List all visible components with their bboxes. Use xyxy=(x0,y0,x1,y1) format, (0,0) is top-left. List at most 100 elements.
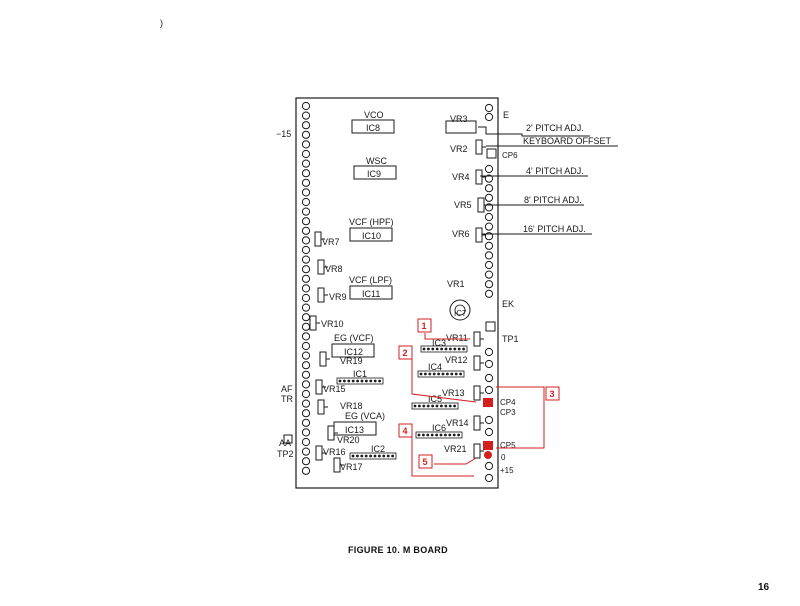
trimmer-glyphs xyxy=(309,139,488,473)
edge-pad xyxy=(484,260,494,270)
adj-pitch8: 8' PITCH ADJ. xyxy=(524,195,582,205)
vr3-body xyxy=(445,120,477,134)
edge-label-plus15: +15 xyxy=(500,466,514,475)
edge-pad xyxy=(484,359,494,369)
label-vr11: VR11 xyxy=(446,333,468,343)
sip-pin xyxy=(440,404,443,408)
label-vr2: VR2 xyxy=(450,144,468,154)
sip-outline xyxy=(417,370,465,378)
sip-pin xyxy=(391,454,394,458)
edge-label-e: E xyxy=(503,110,509,120)
ic11-package xyxy=(349,285,393,300)
page-number: 16 xyxy=(758,582,770,593)
cp4-highlight xyxy=(483,398,493,407)
edge-pad xyxy=(301,169,311,178)
sip-pin xyxy=(378,379,381,383)
label-ic2: IC2 xyxy=(371,444,385,454)
tp1-pad xyxy=(485,321,496,332)
label-vr15: VR15 xyxy=(323,384,346,394)
label-ic10: IC10 xyxy=(362,231,381,241)
label-vr19: VR19 xyxy=(340,356,363,366)
label-vr8: VR8 xyxy=(325,264,343,274)
sip-pin xyxy=(369,379,373,383)
callout-box-2 xyxy=(398,345,413,360)
cp5-highlight xyxy=(483,441,493,450)
label-vr21: VR21 xyxy=(444,444,467,454)
label-vr3: VR3 xyxy=(450,114,468,124)
ic10-package xyxy=(349,227,393,242)
adj-pitch16: 16' PITCH ADJ. xyxy=(523,224,586,234)
edge-pad xyxy=(301,226,311,235)
callout-line-1 xyxy=(424,333,470,340)
sip-pin xyxy=(437,372,440,376)
callout-2: 2 xyxy=(403,348,408,358)
figure-caption: FIGURE 10. M BOARD xyxy=(348,545,448,555)
sip-pin xyxy=(432,372,436,376)
sip-pin xyxy=(424,372,427,376)
sip-pin xyxy=(347,379,351,383)
edge-pad xyxy=(484,241,494,250)
sip-pin xyxy=(448,404,452,408)
edge-pad xyxy=(484,427,494,437)
label-eg-vcf: EG (VCF) xyxy=(334,333,374,343)
label-ic3: IC3 xyxy=(432,338,446,348)
edge-label-zero: 0 xyxy=(501,453,506,462)
edge-pad xyxy=(484,103,494,113)
edge-pad xyxy=(484,473,494,483)
edge-pad xyxy=(301,351,311,360)
edge-pad xyxy=(301,159,311,168)
right-edge-pads xyxy=(484,103,494,483)
label-vr12: VR12 xyxy=(445,355,468,365)
callout-5: 5 xyxy=(423,457,428,467)
callout-box-5 xyxy=(418,454,433,469)
sip-pin xyxy=(419,372,423,376)
label-ic8: IC8 xyxy=(366,123,380,133)
edge-pad xyxy=(484,251,494,260)
sip-pin xyxy=(382,454,386,458)
callout-line-2 xyxy=(411,359,477,403)
adj-pitch2: 2' PITCH ADJ. xyxy=(526,123,584,133)
edge-pad xyxy=(301,332,311,341)
sip-pin xyxy=(356,454,359,458)
label-vr13: VR13 xyxy=(442,388,465,398)
edge-pad xyxy=(301,111,311,120)
sip-pin xyxy=(356,379,359,383)
sip-pin xyxy=(351,454,355,458)
sip-pin xyxy=(364,454,368,458)
edge-pad xyxy=(484,270,494,279)
label-vr20: VR20 xyxy=(337,435,360,445)
sip-pin xyxy=(430,433,434,437)
tp2-pad xyxy=(283,434,293,444)
label-vr16: VR16 xyxy=(323,447,346,457)
sip-pin xyxy=(431,347,435,351)
label-ic7: IC7 xyxy=(454,309,467,318)
sip-pin xyxy=(378,454,381,458)
sip-pin xyxy=(428,372,432,376)
sip-outline xyxy=(336,377,384,385)
sip-pin xyxy=(453,404,456,408)
edge-pad xyxy=(301,341,311,351)
ic12-package xyxy=(331,343,375,358)
sip-pin xyxy=(444,404,448,408)
sip-pin xyxy=(448,433,452,437)
sip-pin xyxy=(422,347,426,351)
sip-pin xyxy=(446,372,449,376)
edge-pad xyxy=(484,415,494,425)
sip-strips xyxy=(336,345,468,460)
sip-pin xyxy=(360,379,364,383)
sip-pin xyxy=(441,372,445,376)
edge-pad xyxy=(301,130,311,139)
edge-pad xyxy=(301,284,311,293)
edge-label-tr: TR xyxy=(281,394,293,404)
sip-outline xyxy=(420,345,468,353)
sip-pin xyxy=(457,433,460,437)
label-vr9: VR9 xyxy=(329,292,347,302)
ic9-package xyxy=(353,165,397,180)
sip-outline xyxy=(415,431,463,439)
sip-pin xyxy=(462,347,465,351)
edge-pad xyxy=(301,389,311,399)
edge-pad xyxy=(301,121,311,130)
edge-pad xyxy=(484,184,494,193)
edge-pad xyxy=(301,101,311,111)
label-ic5: IC5 xyxy=(428,394,442,404)
